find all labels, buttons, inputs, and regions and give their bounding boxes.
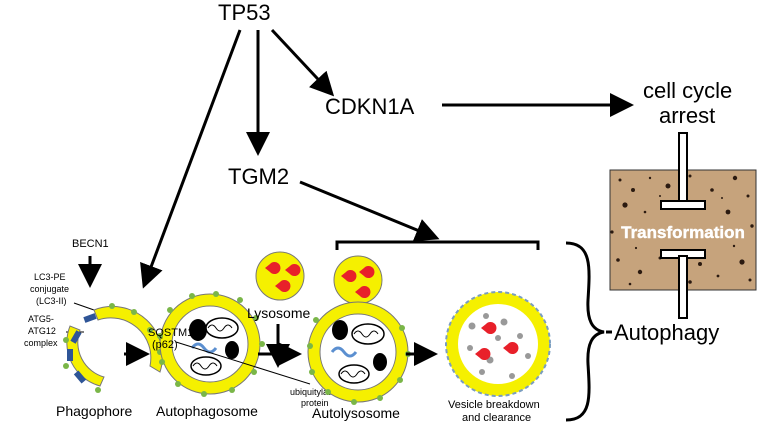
cell-cycle-label: cell cycle xyxy=(643,78,732,103)
stage-phagophore: Phagophore xyxy=(56,403,133,419)
curly-brace xyxy=(565,241,605,422)
sqstm1-label-2: (p62) xyxy=(152,339,178,351)
tgm2-label: TGM2 xyxy=(228,164,289,189)
autolysosome-illustration xyxy=(307,255,411,405)
tp53-label: TP53 xyxy=(218,0,271,25)
autophagosome-illustration xyxy=(157,291,265,397)
atg-label-2: ATG12 xyxy=(28,326,56,336)
lysosome-label: Lysosome xyxy=(247,305,311,321)
lc3-pointer xyxy=(73,302,95,311)
autophagy-label: Autophagy xyxy=(614,320,719,345)
ubiq-label-1: ubiquitylated xyxy=(290,387,341,397)
arrest-label: arrest xyxy=(659,103,715,128)
arrow-tgm2-to-autolysosome xyxy=(299,180,440,242)
arrow-tp53-to-autophagosome xyxy=(140,29,242,289)
atg-label-3: complex xyxy=(24,338,58,348)
stage-autolysosome: Autolysosome xyxy=(312,405,400,421)
lysosome-illustration xyxy=(255,251,305,301)
becn1-label: BECN1 xyxy=(72,238,109,250)
sqstm1-label-1: SQSTM1 xyxy=(148,327,193,339)
stage-autophagosome: Autophagosome xyxy=(156,403,258,419)
inhibit-autophagy-transformation xyxy=(660,249,706,319)
ubiq-pointer xyxy=(175,341,311,385)
inhibit-arrest-transformation xyxy=(660,132,706,210)
transformation-label: Transformation xyxy=(621,223,745,242)
stage-vesicle-2: and clearance xyxy=(462,412,531,424)
phagophore-illustration xyxy=(63,303,163,393)
cdkn1a-label: CDKN1A xyxy=(325,94,415,119)
lc3-label-3: (LC3-II) xyxy=(36,296,67,306)
arrow-tp53-to-cdkn1a xyxy=(270,28,335,97)
autolysosome-bracket xyxy=(335,240,540,250)
vesicle-illustration xyxy=(445,291,551,397)
lc3-label-2: conjugate xyxy=(30,284,69,294)
ubiq-label-2: protein xyxy=(301,398,329,408)
lc3-label-1: LC3-PE xyxy=(34,272,66,282)
atg-label-1: ATG5- xyxy=(28,314,54,324)
stage-vesicle-1: Vesicle breakdown xyxy=(448,399,540,411)
